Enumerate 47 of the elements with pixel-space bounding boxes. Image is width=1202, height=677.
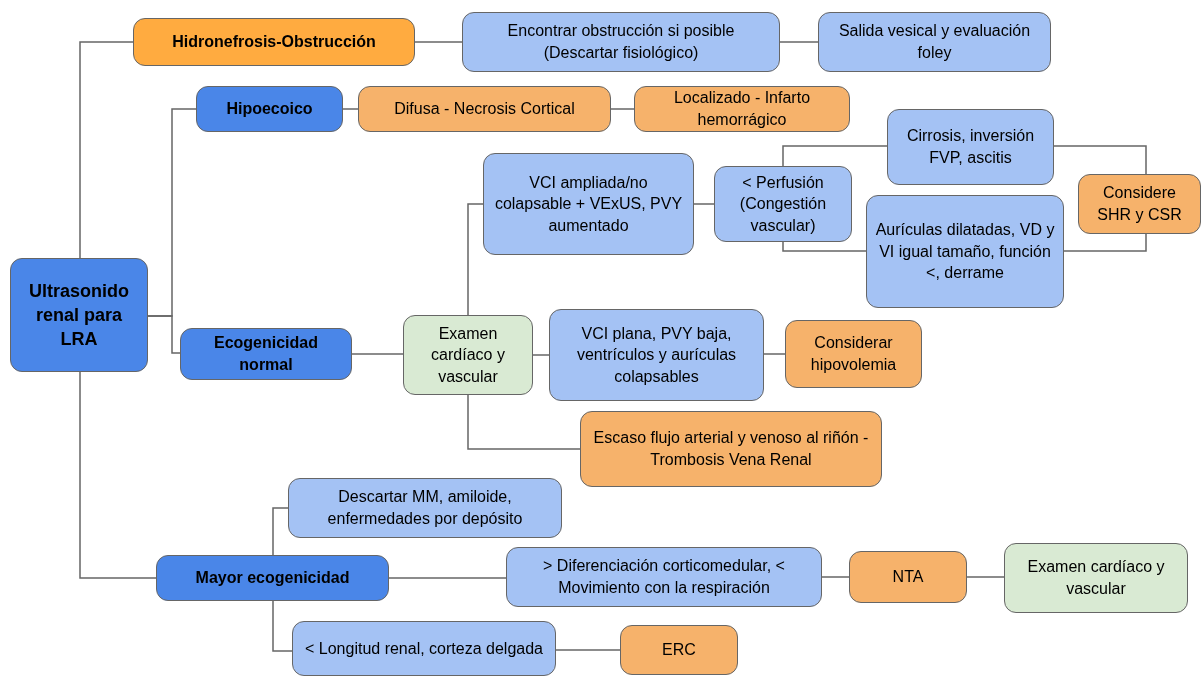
flow-box: Escaso flujo arterial y venoso al riñón - Trombosis Vena Renal — [580, 411, 882, 487]
connector-line — [966, 576, 1005, 578]
flow-box: Considere SHR y CSR — [1078, 174, 1201, 234]
connector-line — [79, 371, 157, 579]
connector-line — [388, 577, 507, 579]
flow-box: Salida vesical y evaluación foley — [818, 12, 1051, 72]
connector-line — [763, 353, 786, 355]
flow-box: NTA — [849, 551, 967, 603]
connector-line — [610, 108, 635, 110]
flow-box: Hipoecoico — [196, 86, 343, 132]
flow-box: Encontrar obstrucción si posible (Descartar fisiológico) — [462, 12, 780, 72]
connector-line — [342, 108, 359, 110]
flow-box: VCI plana, PVY baja, ventrículos y aurículas colapsables — [549, 309, 764, 401]
connector-line — [555, 649, 621, 651]
flow-box: VCI ampliada/no colapsable + VExUS, PVY aumentado — [483, 153, 694, 255]
connector-line — [414, 41, 463, 43]
connector-line — [693, 203, 715, 205]
connector-line — [1063, 233, 1147, 252]
flow-box: Cirrosis, inversión FVP, ascitis — [887, 109, 1054, 185]
flow-box: Mayor ecogenicidad — [156, 555, 389, 601]
connector-line — [467, 394, 581, 450]
flow-box: ERC — [620, 625, 738, 675]
flow-box: Examen cardíaco y vascular — [1004, 543, 1188, 613]
connector-line — [779, 41, 819, 43]
flow-box: Descartar MM, amiloide, enfermedades por depósito — [288, 478, 562, 538]
connector-line — [272, 507, 289, 556]
connector-line — [272, 600, 293, 652]
connector-line — [821, 576, 850, 578]
flow-box: Difusa - Necrosis Cortical — [358, 86, 611, 132]
flow-box: Ultrasonido renal para LRA — [10, 258, 148, 372]
flow-box: Hidronefrosis-Obstrucción — [133, 18, 415, 66]
flow-box: Examen cardíaco y vascular — [403, 315, 533, 395]
flow-box: < Longitud renal, corteza delgada — [292, 621, 556, 676]
flow-box: < Perfusión (Congestión vascular) — [714, 166, 852, 242]
connector-line — [782, 241, 867, 252]
connector-line — [147, 315, 181, 354]
flow-box: Localizado - Infarto hemorrágico — [634, 86, 850, 132]
flow-box: Aurículas dilatadas, VD y VI igual tamaño, función <, derrame — [866, 195, 1064, 308]
flow-box: Considerar hipovolemia — [785, 320, 922, 388]
connector-line — [351, 353, 404, 355]
flow-box: Ecogenicidad normal — [180, 328, 352, 380]
connector-line — [1053, 145, 1147, 175]
connector-line — [782, 145, 888, 167]
connector-line — [467, 203, 484, 316]
connector-line — [79, 41, 134, 259]
flow-box: > Diferenciación corticomedular, < Movimiento con la respiración — [506, 547, 822, 607]
connector-line — [532, 354, 550, 356]
